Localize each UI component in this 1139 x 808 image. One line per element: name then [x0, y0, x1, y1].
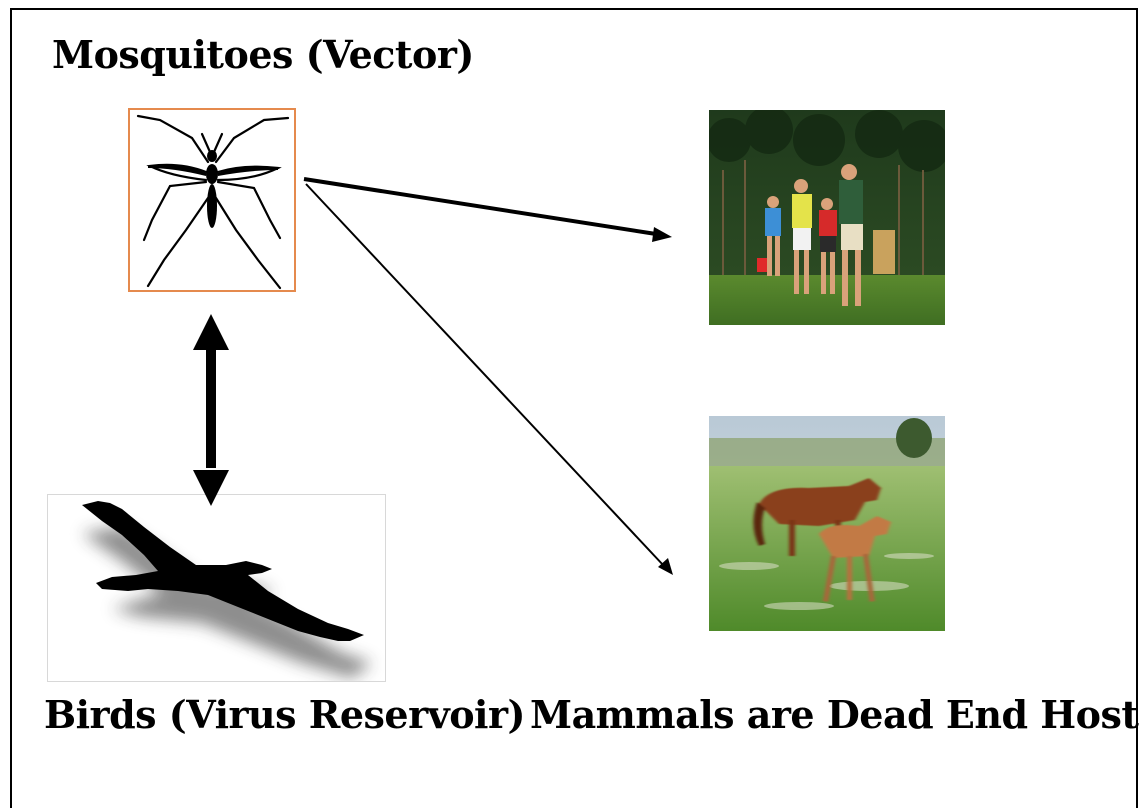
birds-reservoir-label: Birds (Virus Reservoir): [44, 692, 525, 737]
mammals-dead-end-label: Mammals are Dead End Hosts: [530, 692, 1139, 737]
arrows-layer: [0, 0, 1139, 785]
arrow-to-family: [304, 179, 672, 242]
arrow-to-horses: [306, 184, 673, 575]
double-arrow-mosquito-bird: [193, 314, 229, 506]
